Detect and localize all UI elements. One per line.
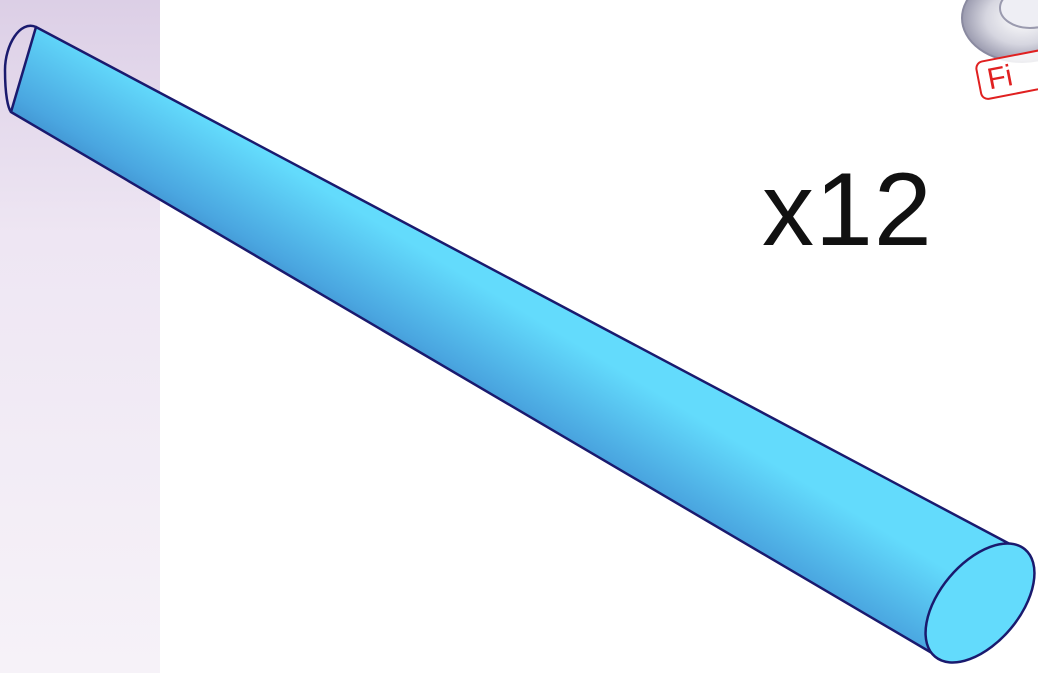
rod-body: [9, 25, 1025, 658]
rod-end-cap: [924, 542, 1036, 664]
quantity-label: x12: [762, 152, 933, 268]
rod-far-end: [3, 24, 37, 113]
